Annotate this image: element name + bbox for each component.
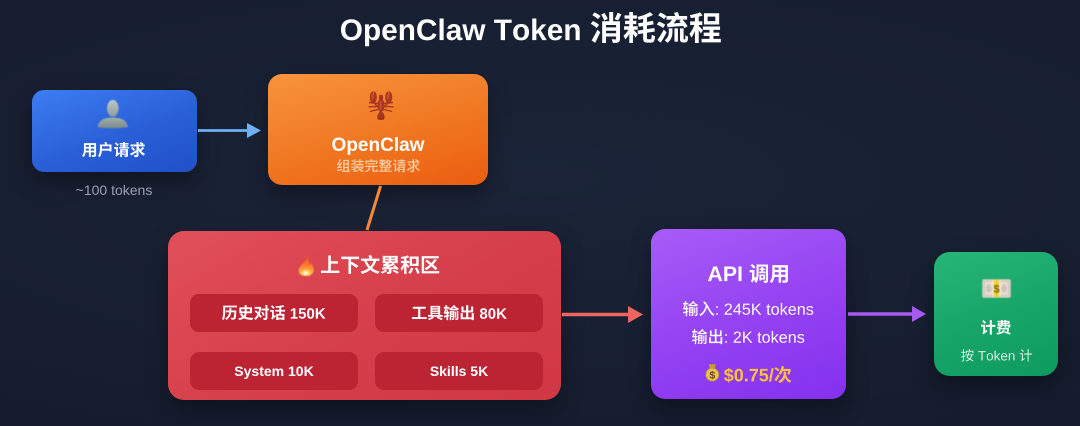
svg-text:$: $ (709, 369, 715, 381)
svg-text:$: $ (993, 284, 999, 296)
